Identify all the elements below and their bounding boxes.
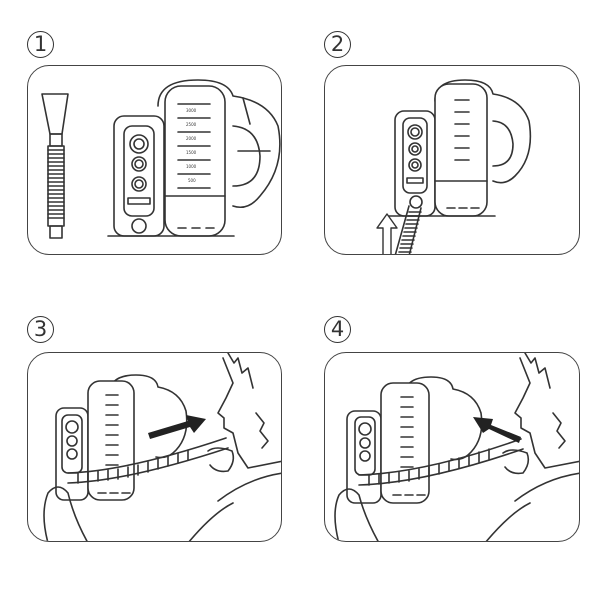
attach-tube-illustration	[376, 79, 532, 254]
flexible-tube-icon	[67, 437, 229, 484]
spirometer-device-icon	[346, 376, 483, 504]
step-1: 1 3000	[0, 0, 300, 300]
step-2-panel	[324, 65, 580, 255]
step-3: 3	[0, 300, 300, 600]
step-3-number: 3	[27, 316, 54, 343]
flexible-tube-icon	[358, 438, 524, 486]
mouthpiece-tube-icon	[41, 93, 69, 239]
svg-text:2500: 2500	[186, 122, 197, 127]
svg-text:3000: 3000	[186, 108, 197, 113]
mouthpiece-and-device-illustration: 3000 2500 2000 1500 1000 500	[41, 79, 281, 239]
step-4: 4	[300, 300, 600, 600]
svg-text:500: 500	[188, 178, 196, 183]
spirometer-device-icon	[388, 79, 532, 217]
hand-icon	[334, 449, 530, 541]
breathe-illustration	[334, 353, 579, 541]
hand-icon	[43, 447, 235, 541]
arrow-right-icon	[148, 415, 206, 439]
svg-text:1000: 1000	[186, 164, 197, 169]
person-face-icon	[188, 353, 281, 541]
svg-text:1500: 1500	[186, 150, 197, 155]
step-1-number: 1	[27, 31, 54, 58]
step-2-number: 2	[324, 31, 351, 58]
step-2: 2	[300, 0, 600, 300]
arrow-up-icon	[376, 213, 398, 254]
step-1-panel: 3000 2500 2000 1500 1000 500	[27, 65, 282, 255]
spirometer-device-icon	[55, 374, 188, 501]
svg-text:2000: 2000	[186, 136, 197, 141]
person-face-icon	[485, 353, 579, 541]
step-4-number: 4	[324, 316, 351, 343]
step-3-panel	[27, 352, 282, 542]
flexible-tube-icon	[394, 205, 422, 254]
step-4-panel	[324, 352, 580, 542]
spirometer-device-icon: 3000 2500 2000 1500 1000 500	[107, 79, 281, 237]
inhale-illustration	[43, 353, 281, 541]
arrow-left-icon	[473, 417, 521, 443]
